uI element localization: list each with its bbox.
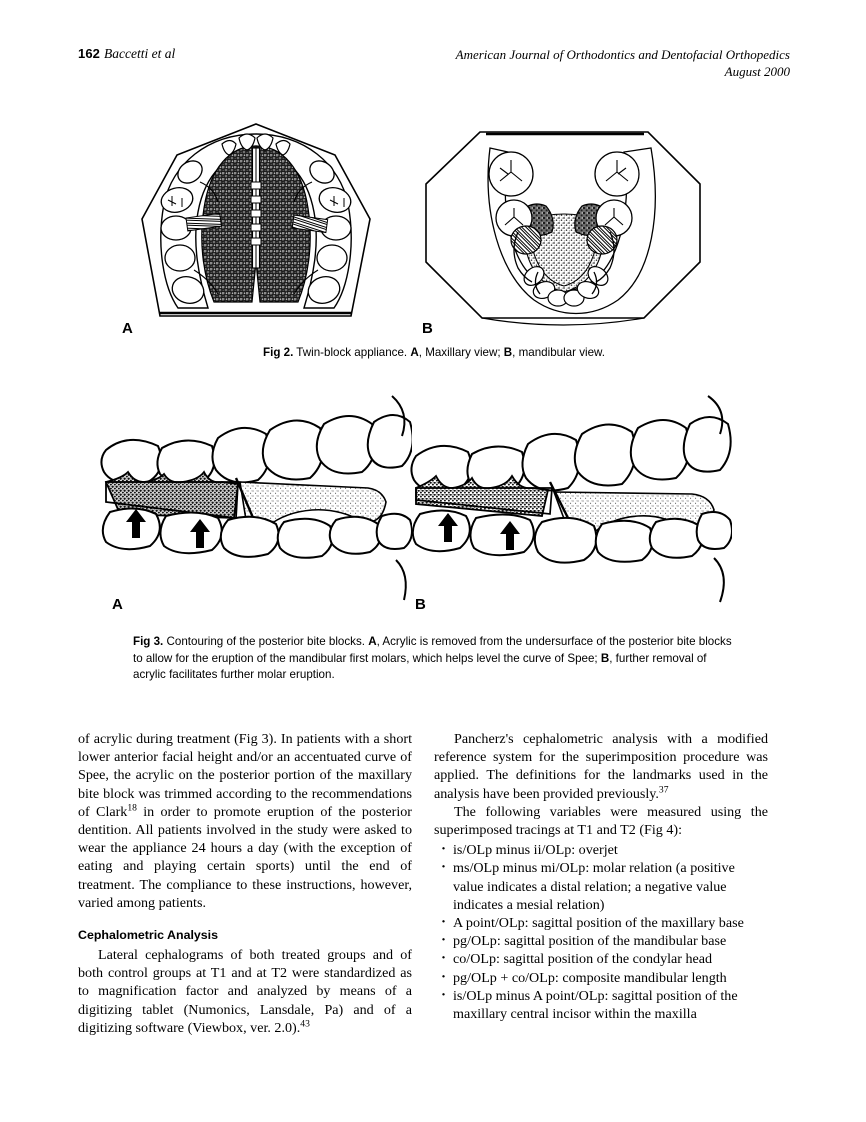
list-item: pg/OLp + co/OLp: composite mandibular le…: [434, 968, 768, 987]
figure-2-label: Fig 2.: [263, 346, 294, 359]
reference-37: 37: [658, 783, 669, 795]
figure-2-panel-a-letter: A: [122, 320, 133, 337]
journal-title: American Journal of Orthodontics and Den…: [455, 47, 790, 62]
maxillary-arch-curve: [391, 395, 406, 437]
maxillary-incisors: [221, 133, 291, 156]
eruption-arrows: [126, 509, 210, 548]
eruption-arrow-1: [126, 509, 146, 538]
mandibular-teeth-row: [101, 507, 412, 559]
figure-2-caption-text: Twin-block appliance.: [293, 346, 411, 359]
base-front-edge: [481, 317, 645, 326]
eruption-arrow-2: [190, 519, 210, 548]
incline-plane-boundary: [548, 481, 572, 523]
figure-2-panel-b-letter: B: [422, 320, 433, 337]
reference-43: 43: [300, 1018, 310, 1030]
figure-2-panel-a: A: [108, 112, 408, 340]
running-head: 162 Baccetti et al American Journal of Or…: [78, 46, 790, 86]
running-head-left: 162 Baccetti et al: [78, 46, 175, 62]
figure-3-caption-a-text: , Acrylic is removed from the undersurfa…: [133, 635, 732, 665]
figure-3-label: Fig 3.: [133, 635, 164, 648]
mandibular-arch-curve: [713, 557, 725, 603]
list-item: A point/OLp: sagittal position of the ma…: [434, 913, 768, 932]
figure-3-panel-a: A: [92, 390, 412, 622]
right-paragraph-2: The following variables were measured us…: [434, 803, 768, 839]
maxillary-posterior-teeth: [160, 160, 352, 304]
list-item: co/OLp: sagittal position of the condyla…: [434, 949, 768, 968]
left-paragraph-1-cont: in order to promote eruption of the post…: [78, 803, 413, 911]
reference-18: 18: [127, 802, 137, 814]
figure-3-caption: Fig 3. Contouring of the posterior bite …: [133, 634, 733, 684]
figure-2: A: [78, 112, 790, 340]
figure-3-caption-text: Contouring of the posterior bite blocks.: [163, 635, 369, 648]
page-number: 162: [78, 46, 100, 61]
left-paragraph-1-text: of acrylic during treatment (Fig 3). In …: [78, 731, 412, 820]
measured-variables-list: is/OLp minus ii/OLp: overjet ms/OLp minu…: [434, 840, 768, 1023]
figure-2-caption-b-letter: B: [503, 346, 513, 359]
maxillary-appliance-illustration: [141, 123, 371, 317]
body-column-right: Pancherz's cephalometric analysis with a…: [434, 730, 768, 1023]
bite-block-lateral-view-b: [410, 395, 732, 603]
list-item: pg/OLp: sagittal position of the mandibu…: [434, 931, 768, 950]
premolar-hatched-right: [586, 225, 618, 255]
issue-date: August 2000: [724, 64, 790, 79]
running-head-right: American Journal of Orthodontics and Den…: [456, 46, 790, 80]
figure-3-caption-b-text: , further removal of acrylic facilitates…: [133, 651, 707, 682]
figure-2-caption: Fig 2. Twin-block appliance. A, Maxillar…: [78, 345, 790, 362]
right-paragraph-1: Pancherz's cephalometric analysis with a…: [434, 730, 768, 803]
figure-3-panel-b-letter: B: [415, 596, 426, 613]
mandibular-arch-curve: [395, 559, 407, 601]
section-heading-cephalometric-analysis: Cephalometric Analysis: [78, 928, 219, 943]
figure-3: A: [78, 390, 790, 622]
list-item: is/OLp minus ii/OLp: overjet: [434, 840, 768, 859]
figure-2-caption-a-text: , Maxillary view;: [418, 346, 504, 359]
mandibular-teeth-row: [411, 509, 732, 564]
figure-3-caption-a-letter: A: [368, 635, 377, 648]
bite-block-lateral-view-a: [100, 395, 412, 601]
acrylic-block-dark: [415, 474, 550, 517]
acrylic-block-dark-outline: [415, 487, 553, 515]
figure-3-panel-b: B: [402, 390, 732, 622]
left-paragraph-2: Lateral cephalograms of both treated gro…: [78, 946, 412, 1037]
clasp-hatched-left: [185, 212, 223, 232]
premolar-hatched-left: [510, 225, 542, 255]
figure-2-caption-b-text: , mandibular view.: [512, 346, 605, 359]
clasp-hatched-right: [291, 214, 329, 234]
maxillary-teeth-row: [100, 414, 412, 485]
list-item: ms/OLp minus mi/OLp: molar relation (a p…: [434, 858, 768, 914]
figure-3-caption-b-letter: B: [600, 651, 610, 665]
molar-fissure-pattern: [499, 160, 629, 226]
eruption-arrows: [438, 513, 520, 550]
occlusal-fissure-marks: [167, 196, 345, 207]
incline-plane-boundary: [234, 477, 256, 521]
maxillary-arch-curve: [707, 395, 724, 435]
left-paragraph-1: of acrylic during treatment (Fig 3). In …: [78, 730, 412, 912]
left-paragraph-2-text: Lateral cephalograms of both treated gro…: [78, 947, 412, 1036]
eruption-arrow-1: [438, 513, 458, 542]
retention-wires: [193, 181, 319, 295]
figure-2-panel-b: B: [408, 112, 718, 340]
maxillary-teeth-row: [410, 416, 732, 493]
eruption-arrow-2: [500, 521, 520, 550]
figure-2-caption-a-letter: A: [410, 346, 419, 359]
figure-3-panel-a-letter: A: [112, 596, 123, 613]
list-item: is/OLp minus A point/OLp: sagittal posit…: [434, 986, 768, 1023]
body-column-left: of acrylic during treatment (Fig 3). In …: [78, 730, 412, 1037]
running-head-authors: Baccetti et al: [104, 46, 176, 61]
mandibular-appliance-illustration: [425, 131, 701, 326]
right-paragraph-1-text: Pancherz's cephalometric analysis with a…: [434, 731, 768, 802]
expansion-screw: [250, 147, 262, 269]
labial-bow-wires: [513, 231, 615, 295]
